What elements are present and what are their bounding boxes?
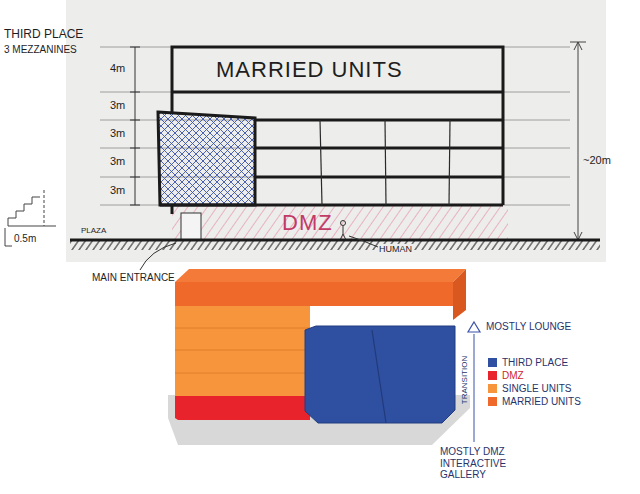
married-units-side — [453, 269, 466, 320]
dmz-band: DMZ — [172, 207, 508, 238]
floor-lines — [175, 328, 310, 373]
band-label: MARRIED UNITS — [216, 57, 403, 83]
building-outline — [160, 47, 503, 214]
guide-lines — [100, 47, 570, 205]
human-figure — [340, 221, 346, 241]
legend-text: DMZ — [502, 370, 524, 381]
lounge-marker — [468, 322, 480, 332]
paper — [66, 0, 606, 262]
legend-entry: MARRIED UNITS — [488, 396, 581, 407]
dmz-hatch — [172, 205, 508, 239]
callout-label: MOSTLY LOUNGE — [486, 321, 571, 333]
legend-text: SINGLE UNITS — [502, 383, 571, 394]
dimension-label: 3m — [110, 155, 125, 168]
third-place-volume — [305, 326, 455, 423]
leader-line — [349, 236, 378, 247]
callout-label: HUMAN — [378, 244, 413, 254]
ground-line — [70, 239, 600, 242]
dmz-face — [175, 396, 310, 420]
dimension-label: ~20m — [583, 154, 611, 167]
dimension-label: 3m — [110, 99, 125, 112]
married-units-top — [175, 269, 466, 282]
note-text: 3 MEZZANINES — [4, 44, 77, 56]
married-units-face — [175, 282, 453, 306]
dimension-label: 0.5m — [14, 233, 36, 245]
fold-line — [372, 330, 386, 423]
dimension-label: 4m — [110, 62, 125, 75]
legend-text: THIRD PLACE — [502, 357, 568, 368]
band-label: DMZ — [282, 210, 333, 236]
place-label: PLAZA — [80, 226, 107, 235]
legend-swatch — [488, 384, 497, 393]
callout-label: MAIN ENTRANCE — [92, 272, 175, 284]
legend-entry: DMZ — [488, 370, 524, 381]
callout-label: MOSTLY DMZ INTERACTIVE GALLERY — [440, 446, 532, 481]
single-units-face — [175, 306, 310, 396]
legend-entry: THIRD PLACE — [488, 357, 568, 368]
section-line — [474, 334, 475, 442]
height-dimension — [570, 42, 586, 240]
legend-swatch — [488, 371, 497, 380]
entrance-door — [181, 213, 201, 240]
leader-line — [140, 243, 176, 270]
ground-hatch — [70, 241, 600, 250]
stair-sketch — [5, 190, 56, 246]
legend-text: MARRIED UNITS — [502, 396, 581, 407]
note-text: THIRD PLACE — [4, 28, 83, 42]
legend-swatch — [488, 358, 497, 367]
unit-dividers — [320, 120, 450, 205]
callout-label: TRANSITION — [460, 356, 469, 404]
married-units-band: MARRIED UNITS — [172, 49, 503, 90]
dimension-line — [130, 47, 140, 205]
dimension-label: 3m — [110, 184, 125, 197]
dimension-label: 3m — [110, 127, 125, 140]
legend-swatch — [488, 397, 497, 406]
third-place-block — [158, 112, 255, 205]
legend-entry: SINGLE UNITS — [488, 383, 571, 394]
